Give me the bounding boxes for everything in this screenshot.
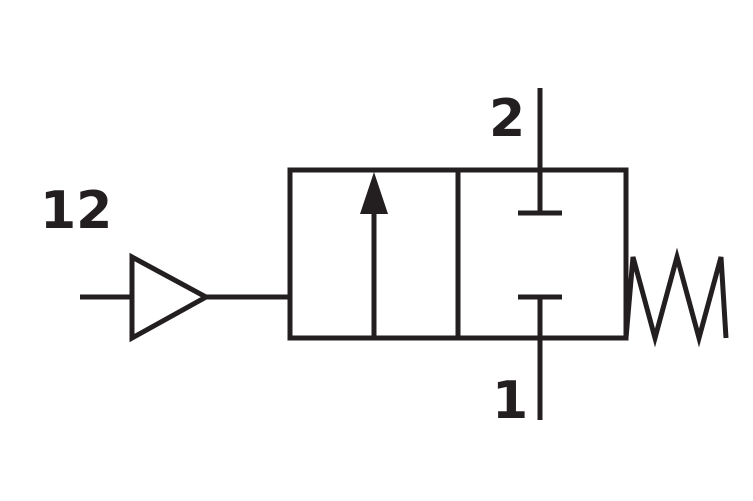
arrow-up-icon [360, 172, 388, 214]
inlet-port-label: 1 [492, 371, 528, 431]
spring-icon [623, 247, 729, 348]
outlet-port-label: 2 [489, 89, 525, 149]
pilot-port-label: 12 [40, 181, 112, 241]
pneumatic-pilot-triangle-icon [129, 252, 212, 343]
